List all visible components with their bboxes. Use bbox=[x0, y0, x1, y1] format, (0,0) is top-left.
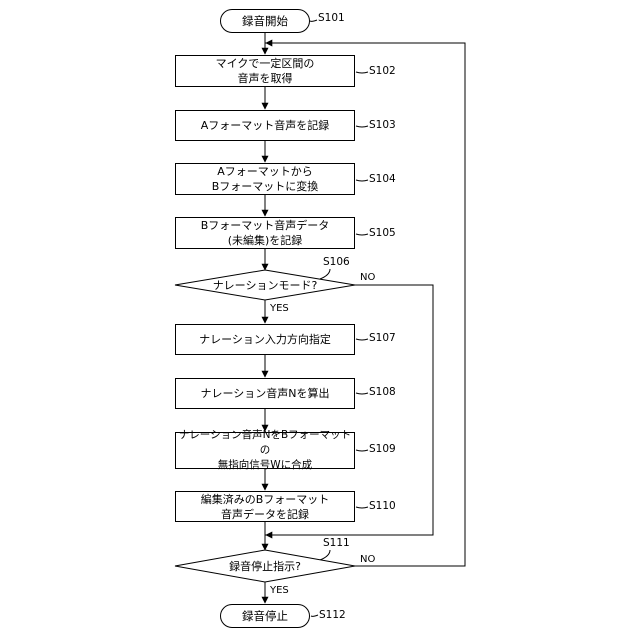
step-leader bbox=[356, 393, 368, 394]
end-terminal: 録音停止 bbox=[220, 604, 310, 628]
process-box-s107: ナレーション入力方向指定 bbox=[175, 324, 355, 355]
step-leader bbox=[356, 180, 368, 181]
step-leader bbox=[310, 20, 317, 21]
step-label-s110: S110 bbox=[369, 500, 396, 512]
process-label: Bフォーマット音声データ (未編集)を記録 bbox=[201, 218, 330, 248]
step-label-s103: S103 bbox=[369, 119, 396, 131]
branch-no-s106: NO bbox=[360, 272, 375, 283]
step-label-s105: S105 bbox=[369, 227, 396, 239]
step-label-s102: S102 bbox=[369, 65, 396, 77]
process-label: Aフォーマットから Bフォーマットに変換 bbox=[212, 164, 319, 194]
process-box-s109: ナレーション音声NをBフォーマットの 無指向信号Wに合成 bbox=[175, 432, 355, 469]
step-label-s111: S111 bbox=[323, 537, 350, 549]
step-label-s104: S104 bbox=[369, 173, 396, 185]
process-label: マイクで一定区間の 音声を取得 bbox=[216, 56, 315, 86]
branch-yes-s111: YES bbox=[270, 585, 289, 596]
end-label: 録音停止 bbox=[242, 609, 288, 624]
step-leader bbox=[356, 450, 368, 451]
process-box-s110: 編集済みのBフォーマット 音声データを記録 bbox=[175, 491, 355, 522]
process-box-s103: Aフォーマット音声を記録 bbox=[175, 110, 355, 141]
step-leader bbox=[311, 615, 318, 616]
step-leader bbox=[356, 507, 368, 508]
process-label: ナレーション音声Nを算出 bbox=[200, 386, 329, 401]
step-label-s109: S109 bbox=[369, 443, 396, 455]
decision-label-s106: ナレーションモード? bbox=[175, 276, 355, 294]
start-label: 録音開始 bbox=[242, 14, 288, 29]
step-leader bbox=[356, 339, 368, 340]
branch-no-s111: NO bbox=[360, 554, 375, 565]
step-label-s112: S112 bbox=[319, 609, 346, 621]
process-box-s104: Aフォーマットから Bフォーマットに変換 bbox=[175, 163, 355, 195]
step-label-s107: S107 bbox=[369, 332, 396, 344]
process-box-s102: マイクで一定区間の 音声を取得 bbox=[175, 55, 355, 87]
process-label: 編集済みのBフォーマット 音声データを記録 bbox=[201, 492, 330, 522]
process-label: ナレーション入力方向指定 bbox=[199, 332, 331, 347]
step-label-s106: S106 bbox=[323, 256, 350, 268]
start-terminal: 録音開始 bbox=[220, 9, 310, 33]
step-leader bbox=[356, 234, 368, 235]
step-label-s101: S101 bbox=[318, 12, 345, 24]
process-label: ナレーション音声NをBフォーマットの 無指向信号Wに合成 bbox=[176, 428, 354, 473]
decision-label-s111: 録音停止指示? bbox=[175, 557, 355, 575]
step-leader bbox=[356, 126, 368, 127]
process-label: Aフォーマット音声を記録 bbox=[201, 118, 330, 133]
step-leader bbox=[356, 72, 368, 73]
process-box-s105: Bフォーマット音声データ (未編集)を記録 bbox=[175, 217, 355, 249]
process-box-s108: ナレーション音声Nを算出 bbox=[175, 378, 355, 409]
step-label-s108: S108 bbox=[369, 386, 396, 398]
branch-yes-s106: YES bbox=[270, 303, 289, 314]
